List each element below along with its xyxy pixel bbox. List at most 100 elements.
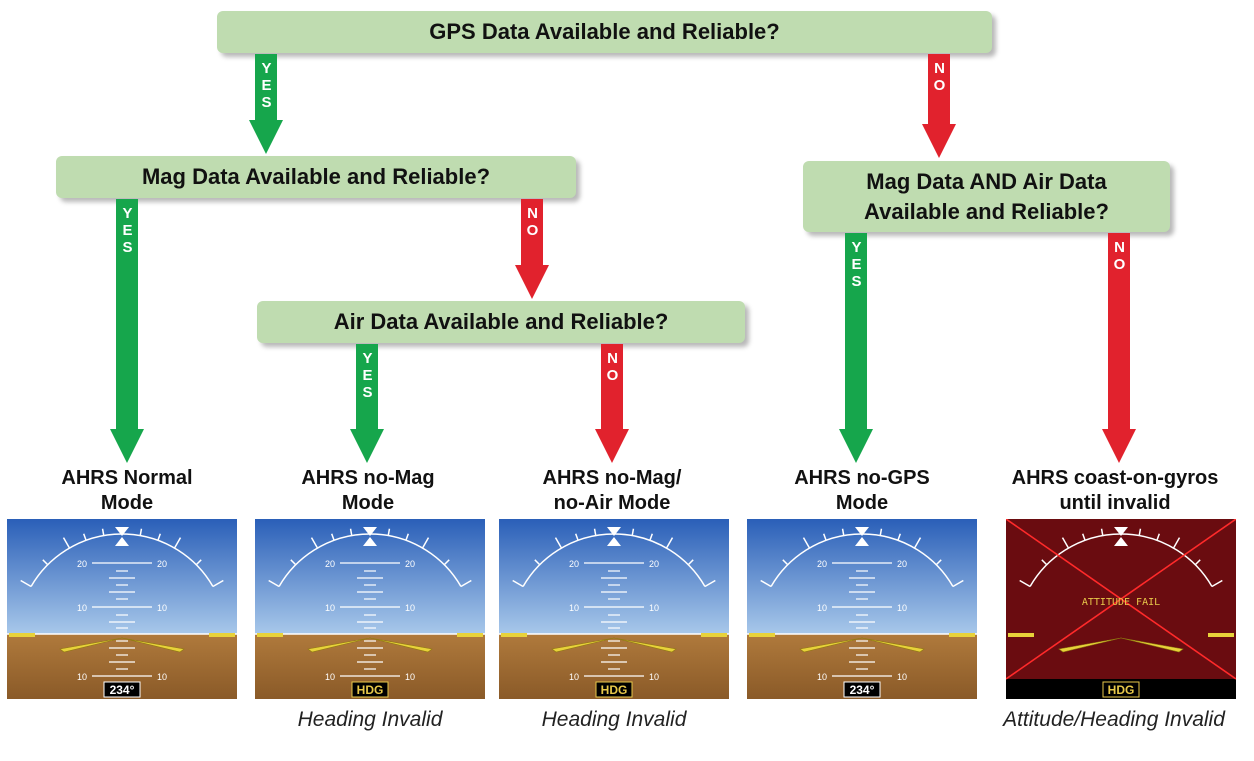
roll-tick: [952, 579, 964, 588]
pitch-label: 20: [569, 559, 579, 569]
arrow-magair-yes-label: YES: [848, 239, 865, 290]
roll-tick: [195, 559, 202, 566]
level-bar-right: [1208, 633, 1234, 637]
heading-value: 234°: [110, 683, 135, 697]
arrow-air-yes: YES: [348, 344, 386, 463]
level-bar-left: [749, 633, 775, 637]
mode-normal-line2: Mode: [100, 492, 154, 514]
pitch-label: 10: [157, 603, 167, 613]
pitch-label: 10: [405, 603, 415, 613]
mode-nogps-line1: AHRS no-GPS: [794, 467, 930, 489]
roll-tick: [649, 533, 654, 541]
mode-coast-line2: until invalid: [1059, 492, 1171, 514]
level-bar-right: [209, 633, 235, 637]
roll-pointer-bottom: [855, 537, 869, 546]
aircraft-right-wing: [121, 637, 185, 653]
pitch-label: 10: [817, 603, 827, 613]
roll-tick: [935, 559, 942, 566]
roll-tick: [349, 528, 353, 536]
roll-tick: [1041, 559, 1048, 566]
roll-tick: [443, 559, 450, 566]
pitch-label: 10: [77, 603, 87, 613]
sky-area: [255, 519, 485, 634]
arrow-mag-no: NO: [513, 199, 551, 299]
pitch-label: 20: [649, 559, 659, 569]
level-bar-right: [949, 633, 975, 637]
mode-nomagair-line1: AHRS no-Mag/: [542, 467, 682, 489]
pitch-label: 10: [325, 603, 335, 613]
roll-tick: [42, 559, 49, 566]
roll-tick: [1138, 528, 1142, 536]
roll-pointer-top: [607, 527, 621, 536]
heading-box: [103, 681, 141, 698]
roll-pointer-top: [855, 527, 869, 536]
roll-tick: [841, 528, 845, 536]
roll-tick: [405, 533, 410, 541]
pitch-label: 20: [897, 559, 907, 569]
sky-area: [7, 519, 237, 634]
roll-tick: [20, 579, 32, 588]
arrow-gps-no: NO: [920, 54, 958, 158]
roll-tick: [897, 533, 902, 541]
aircraft-right-wing: [1120, 637, 1184, 653]
roll-tick: [82, 533, 87, 541]
mode-nomag-line2: Mode: [341, 492, 395, 514]
roll-pointer-bottom: [363, 537, 377, 546]
roll-tick: [802, 537, 811, 549]
pitch-label: 10: [77, 672, 87, 682]
arrow-magair-no: NO: [1100, 233, 1138, 463]
pitch-label: 10: [817, 672, 827, 682]
arrow-magair-no-label: NO: [1111, 239, 1128, 273]
aircraft-right-wing: [613, 637, 677, 653]
sky-area: [499, 519, 729, 634]
aircraft-left-wing: [1058, 637, 1122, 653]
caption-nomag: Heading Invalid: [297, 708, 443, 731]
roll-pointer-bottom: [115, 537, 129, 546]
heading-box: [1102, 681, 1140, 698]
decision-gps-text: GPS Data Available and Reliable?: [429, 19, 780, 44]
heading-value: 234°: [850, 683, 875, 697]
roll-tick: [1172, 537, 1181, 549]
roll-tick: [290, 559, 297, 566]
level-bar-left: [501, 633, 527, 637]
roll-pointer-bottom: [607, 537, 621, 546]
roll-tick: [879, 528, 883, 536]
roll-tick: [1081, 533, 1086, 541]
pitch-label: 20: [77, 559, 87, 569]
pitch-label: 10: [649, 672, 659, 682]
decision-mag-box: Mag Data Available and Reliable?: [56, 156, 576, 198]
roll-tick: [704, 579, 716, 588]
pitch-label: 20: [817, 559, 827, 569]
aircraft-right-wing: [369, 637, 433, 653]
roll-tick: [822, 533, 827, 541]
sky-area: [747, 519, 977, 634]
aircraft-left-wing: [551, 637, 615, 653]
roll-tick: [212, 579, 224, 588]
roll-tick: [173, 537, 182, 549]
mode-normal-label: AHRS Normal Mode: [27, 466, 227, 516]
level-bar-left: [257, 633, 283, 637]
roll-pointer-top: [115, 527, 129, 536]
pitch-label: 10: [569, 672, 579, 682]
roll-tick: [512, 579, 524, 588]
level-bar-right: [701, 633, 727, 637]
arrow-mag-yes-label: YES: [119, 205, 136, 256]
roll-tick: [157, 533, 162, 541]
arrow-gps-yes-label: YES: [258, 60, 275, 111]
roll-tick: [534, 559, 541, 566]
aircraft-right-wing: [861, 637, 925, 653]
pitch-label: 10: [897, 603, 907, 613]
arrow-gps-no-label: NO: [931, 60, 948, 94]
attitude-svg: 20 20 10 10 10 10 234°: [747, 519, 977, 699]
roll-tick: [62, 537, 71, 549]
decision-air-text: Air Data Available and Reliable?: [333, 309, 669, 334]
pitch-label: 10: [157, 672, 167, 682]
pitch-label: 10: [325, 672, 335, 682]
decision-mag-text: Mag Data Available and Reliable?: [141, 164, 491, 189]
decision-magair-box: Mag Data AND Air Data Available and Reli…: [803, 161, 1170, 232]
pitch-label: 10: [897, 672, 907, 682]
roll-tick: [330, 533, 335, 541]
